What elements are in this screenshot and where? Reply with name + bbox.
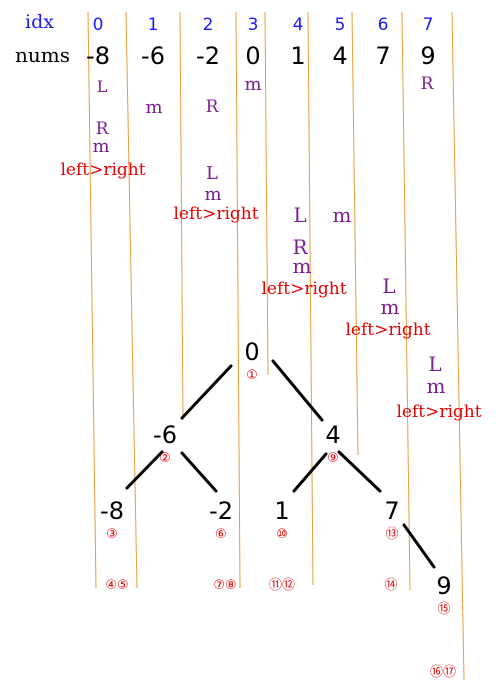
left-right-note: left>right — [261, 279, 346, 299]
pointer-marker: m — [244, 74, 261, 95]
null-steps: ④⑤ ⑦⑧ ⑪⑫ ⑭ ⑯⑰ — [105, 578, 456, 680]
tree-node: 1⑩ — [274, 497, 289, 542]
pointer-marker: L — [206, 163, 218, 184]
tree-node-value: 7 — [384, 497, 399, 525]
left-right-note: left>right — [173, 204, 258, 224]
guide-line — [264, 11, 269, 376]
tree-node: 4⑨ — [325, 421, 340, 466]
tree-node-value: -6 — [153, 421, 177, 449]
tree-edge — [402, 523, 436, 569]
tree-node: 0① — [244, 338, 259, 383]
pointer-marker: m — [293, 254, 312, 278]
pointer-marker: L — [428, 352, 441, 376]
tree-node: -6 ② — [153, 421, 177, 466]
nums-cell: -2 — [196, 42, 220, 70]
guide-line — [87, 11, 97, 589]
guide-line — [125, 11, 138, 589]
pointer-marker: L — [97, 77, 108, 96]
tree-node: -2 ⑥ — [209, 497, 233, 542]
idx-cell: 5 — [335, 15, 346, 35]
tree-node-value: 4 — [325, 421, 340, 449]
pointer-marker: R — [421, 74, 435, 94]
tree-edges — [125, 359, 436, 569]
tree-edge — [271, 359, 324, 422]
pointer-marker: R — [96, 119, 110, 139]
tree-node-value: -8 — [100, 497, 124, 525]
guide-line — [401, 11, 411, 591]
left-right-note: left>right — [60, 160, 145, 180]
pointer-marker: m — [381, 295, 400, 319]
step-marker: ③ — [106, 527, 118, 542]
pointer-marker: m — [145, 97, 162, 118]
idx-row: 0 1 2 3 4 5 6 7 — [93, 15, 434, 35]
null-step-marker: ④⑤ — [105, 578, 128, 593]
guide-line — [179, 11, 184, 421]
tree-node-value: 0 — [244, 338, 259, 366]
tree-edge — [337, 450, 382, 493]
nums-cell: 7 — [375, 42, 390, 70]
tree-node: 9⑮ — [436, 572, 451, 617]
guide-lines — [87, 11, 465, 681]
idx-cell: 2 — [203, 15, 214, 35]
tree-edge — [292, 452, 328, 493]
tree-edge — [180, 364, 233, 420]
tree-node: 7⑬ — [384, 497, 399, 542]
step-marker: ① — [246, 368, 258, 383]
pointer-marker: m — [204, 184, 221, 205]
tree-edge — [180, 451, 218, 493]
null-step-marker: ⑪⑫ — [269, 578, 295, 593]
tree-node: -8 ③ — [100, 497, 124, 542]
null-step-marker: ⑯⑰ — [430, 665, 456, 680]
idx-cell: 0 — [93, 15, 104, 35]
guide-line — [307, 11, 314, 586]
tree-edge — [125, 450, 164, 490]
nums-label: nums — [15, 43, 70, 67]
null-step-marker: ⑭ — [384, 578, 397, 593]
nums-cell: -6 — [141, 42, 165, 70]
tree-node-value: -2 — [209, 497, 233, 525]
idx-cell: 1 — [148, 15, 159, 35]
guide-line — [351, 11, 359, 456]
left-right-note: left>right — [396, 402, 481, 422]
step-marker: ⑨ — [327, 451, 339, 466]
step-marker: ⑥ — [215, 527, 227, 542]
pointer-marker: L — [293, 203, 306, 227]
nums-cell: 4 — [332, 42, 347, 70]
null-step-marker: ⑦⑧ — [213, 578, 236, 593]
nums-cell: -8 — [86, 42, 110, 70]
step-marker: ⑩ — [276, 527, 288, 542]
tree-node-value: 9 — [436, 572, 451, 600]
nums-cell: 1 — [290, 42, 305, 70]
tree-node-value: 1 — [274, 497, 289, 525]
nums-cell: 0 — [245, 42, 260, 70]
guide-line — [451, 11, 465, 681]
pointer-marker: R — [292, 235, 308, 259]
guide-line — [235, 11, 241, 589]
step-marker: ⑬ — [385, 527, 398, 542]
pointer-marker: R — [206, 97, 220, 117]
pointer-marker: m — [92, 136, 109, 157]
idx-cell: 3 — [248, 15, 259, 35]
step-marker: ⑮ — [437, 602, 450, 617]
idx-cell: 4 — [293, 15, 304, 35]
left-right-note: left>right — [345, 320, 430, 340]
pointer-marker: m — [333, 203, 352, 227]
idx-cell: 6 — [378, 15, 389, 35]
idx-label: idx — [25, 11, 54, 33]
pointer-marker: m — [427, 374, 446, 398]
nums-cell: 9 — [420, 42, 435, 70]
step-marker: ② — [159, 451, 171, 466]
pointer-marker: L — [382, 274, 395, 298]
idx-cell: 7 — [423, 15, 434, 35]
